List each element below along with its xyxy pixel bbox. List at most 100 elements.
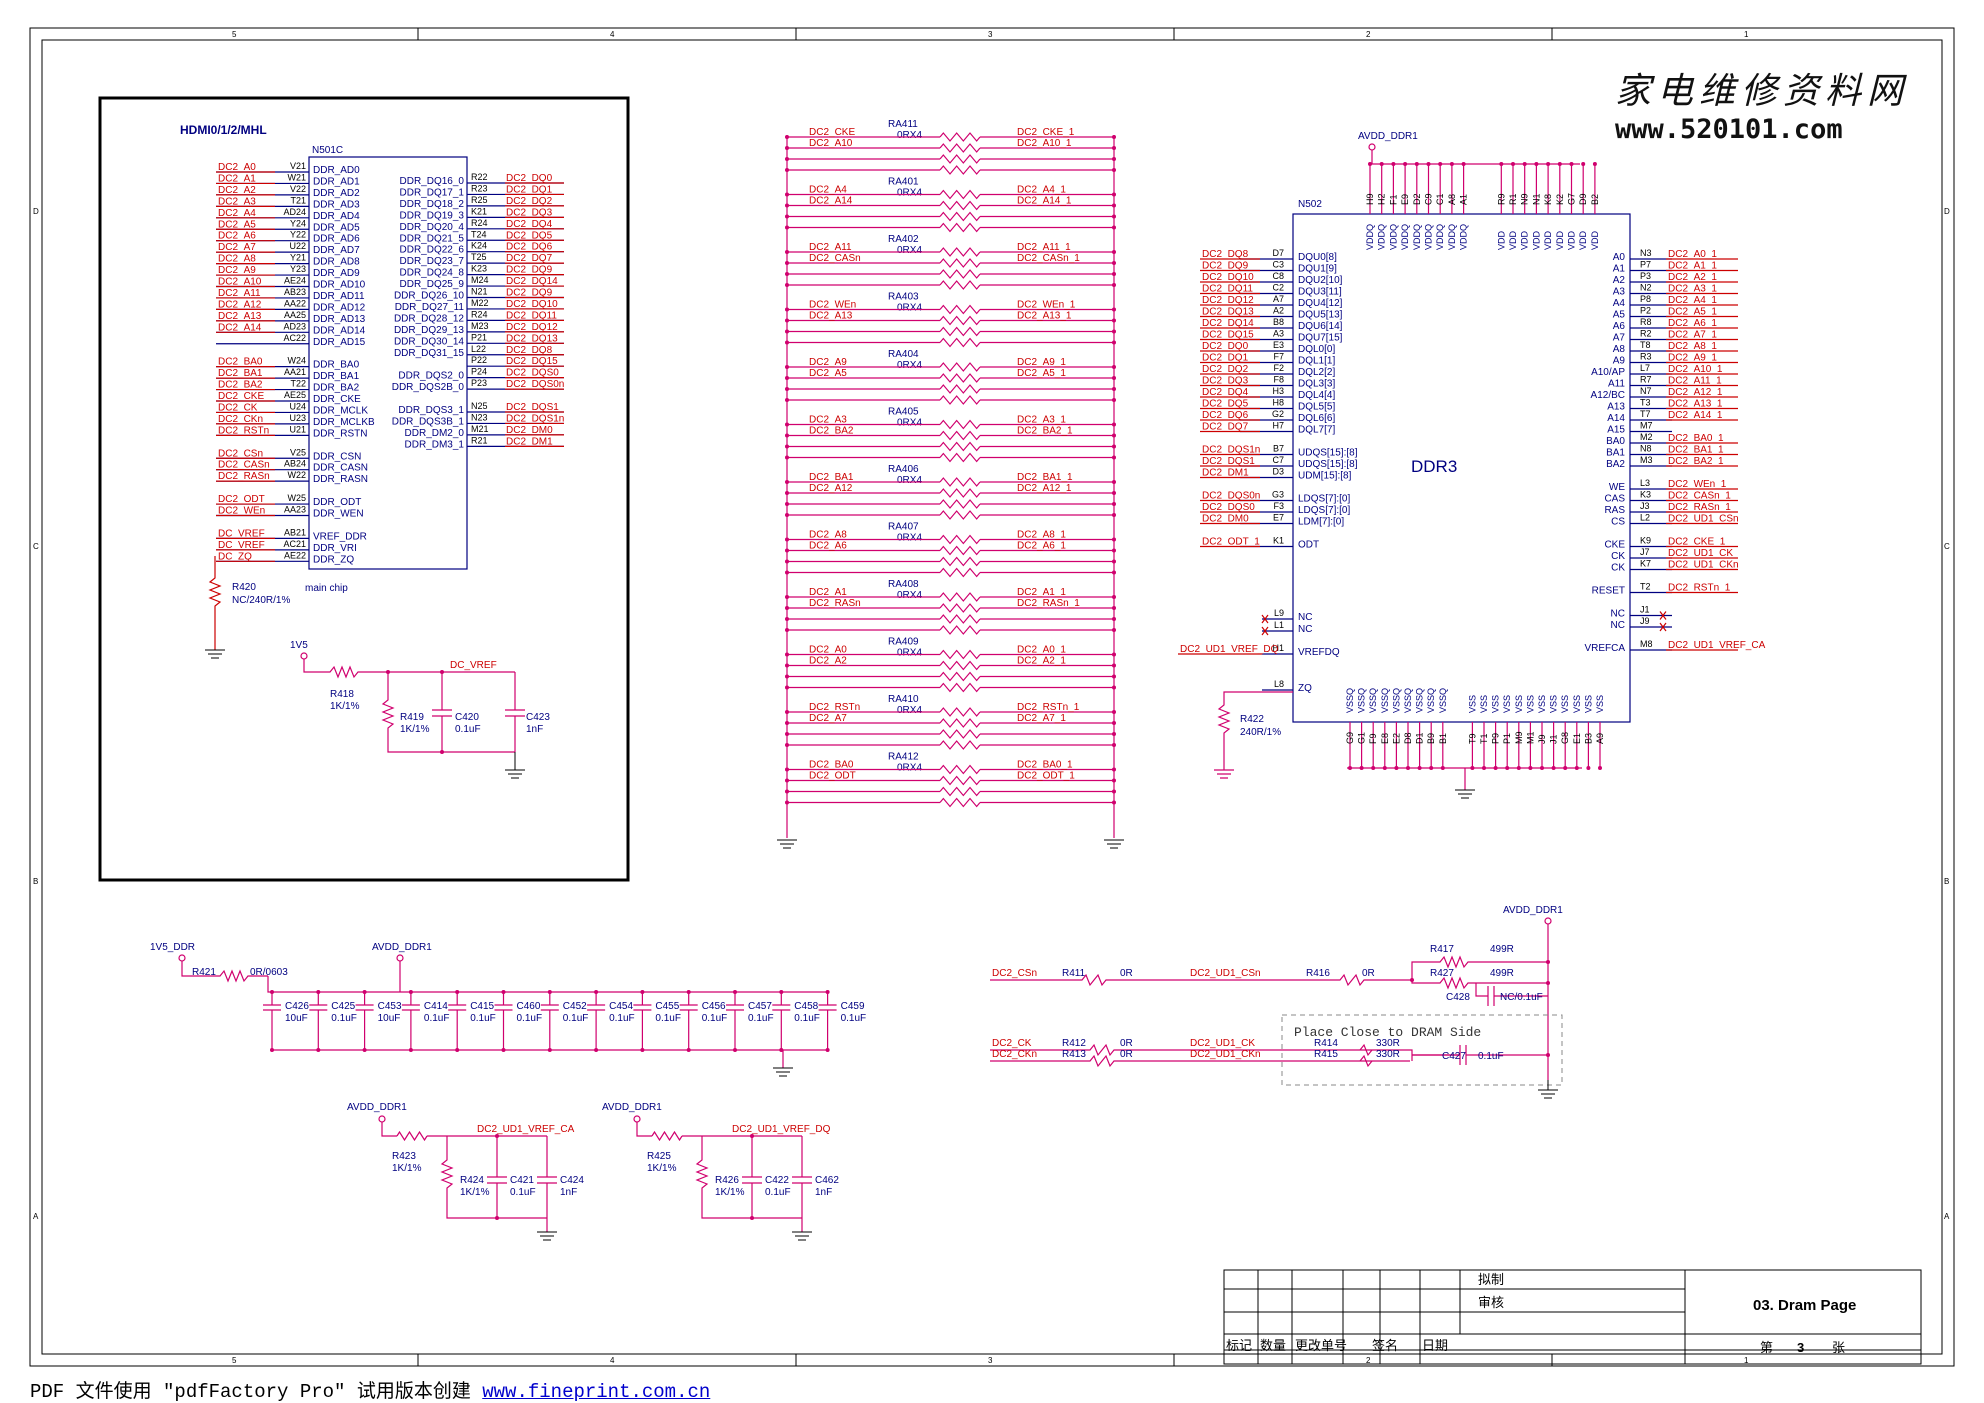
junction xyxy=(1112,329,1116,334)
border-col-label: 4 xyxy=(610,30,615,39)
chip-pin-number: M21 xyxy=(471,424,489,434)
cap-value: 0.1uF xyxy=(794,1013,820,1024)
cap-value: 0.1uF xyxy=(517,1013,543,1024)
junction xyxy=(1112,444,1116,449)
ddr-pin-name: DQU6[14] xyxy=(1298,321,1343,332)
cap-ref: C421 xyxy=(510,1175,534,1186)
net-label: DC2_A11_1 xyxy=(1017,242,1071,253)
cap-ref: C459 xyxy=(841,1001,865,1012)
chip-pin-number: U24 xyxy=(289,401,306,411)
net-label: DC2_DQ7 xyxy=(506,253,553,264)
net-label: DC2_A6_1 xyxy=(1668,318,1717,329)
net-label: DC2_A12_1 xyxy=(1668,387,1723,398)
ddr-pin-name: VDDQ xyxy=(1412,224,1422,250)
main-chip-left-pins: DDR_AD0V21DC2_A0DDR_AD1W21DC2_A1DDR_AD2V… xyxy=(216,161,375,565)
chip-pin-number: W22 xyxy=(287,470,306,480)
svg-text:0R/0603: 0R/0603 xyxy=(250,967,288,978)
chip-pin-name: DDR_DQ17_1 xyxy=(400,187,465,198)
ddr-pin-number: C9 xyxy=(1424,193,1434,205)
junction xyxy=(785,329,789,334)
ddr-pin-name: BA0 xyxy=(1606,436,1625,447)
cap-value: 0.1uF xyxy=(702,1013,728,1024)
ddr-pin-number: E3 xyxy=(1273,340,1284,350)
junction xyxy=(785,721,789,725)
net-label: DC2_A12_1 xyxy=(1017,483,1072,494)
net-label: DC2_A12 xyxy=(809,483,853,494)
ddr-pin-name: VREFDQ xyxy=(1298,647,1340,658)
junction xyxy=(1112,135,1116,139)
r422-resistor: R422 240R/1% xyxy=(1214,691,1293,779)
junction xyxy=(785,789,789,794)
wire xyxy=(792,1231,812,1241)
ra-value: 0RX4 xyxy=(897,533,922,544)
chip-pin-number: V25 xyxy=(290,447,306,457)
wire xyxy=(939,510,981,520)
net-label: DC2_BA0 xyxy=(218,357,263,368)
svg-text:R420: R420 xyxy=(232,582,256,593)
svg-text:R427: R427 xyxy=(1430,968,1454,979)
wire xyxy=(939,373,981,383)
net-label: DC2_A13 xyxy=(809,311,853,322)
svg-text:AVDD_DDR1: AVDD_DDR1 xyxy=(372,942,432,953)
wire xyxy=(381,1122,397,1137)
wire xyxy=(939,258,981,268)
ddr-pin-number: T7 xyxy=(1640,409,1651,419)
ddr-pin-name: A10/AP xyxy=(1591,367,1625,378)
wire xyxy=(540,992,559,1050)
ddr-pin-number: P7 xyxy=(1640,260,1651,270)
junction xyxy=(1112,513,1116,517)
ddr-pin-number: H8 xyxy=(1272,398,1284,408)
junction xyxy=(1406,766,1410,770)
net-label: DC2_DQ15 xyxy=(1202,330,1254,341)
junction xyxy=(1112,721,1116,725)
junction xyxy=(1112,537,1116,542)
chip-pin-name: DDR_DQ21_5 xyxy=(400,233,465,244)
svg-text:R418: R418 xyxy=(330,689,354,700)
chip-pin-name: DDR_CKE xyxy=(313,394,361,405)
chip-pin-name: DDR_BA1 xyxy=(313,371,360,382)
junction xyxy=(1540,766,1544,770)
ddr-pin-number: A1 xyxy=(1459,194,1469,205)
res-value: 1K/1% xyxy=(460,1187,490,1198)
net-label: DC2_DQ2 xyxy=(506,196,553,207)
wire xyxy=(939,477,981,487)
ddr-pin-number: D3 xyxy=(1272,467,1284,477)
svg-text:日期: 日期 xyxy=(1422,1338,1448,1353)
ddr-pin-name: VDD xyxy=(1567,230,1577,250)
cap-value: 0.1uF xyxy=(424,1013,450,1024)
ddr-pin-name: A0 xyxy=(1613,252,1626,263)
ddr-pin-number: J1 xyxy=(1640,605,1650,615)
junction xyxy=(1112,606,1116,610)
ddr3-body xyxy=(1292,213,1631,723)
net-label: DC2_DQ6 xyxy=(1202,410,1249,421)
junction xyxy=(785,444,789,449)
wire xyxy=(939,740,981,750)
net-label: DC2_DQS0n xyxy=(506,379,564,390)
footer-link[interactable]: www.fineprint.com.cn xyxy=(482,1381,711,1403)
junction xyxy=(640,1048,645,1052)
ra-ref: RA408 xyxy=(888,579,919,590)
ddr-pin-number: M8 xyxy=(1640,639,1653,649)
net-label: DC2_DM0 xyxy=(506,425,553,436)
junction xyxy=(1359,766,1364,770)
wire xyxy=(587,992,606,1050)
chip-pin-number: Y22 xyxy=(290,230,306,240)
wire xyxy=(939,545,981,556)
ddr-pin-name: A8 xyxy=(1613,344,1626,355)
decoupling-caps: 1V5_DDR R421 0R/0603 AVDD_DDR1 C42610uFC… xyxy=(150,942,866,1077)
border-row-label: A xyxy=(33,1212,39,1221)
net-label: DC2_A7_1 xyxy=(1017,713,1066,724)
ddr-pin-name: VDD xyxy=(1543,230,1553,250)
junction xyxy=(785,157,789,161)
junction xyxy=(1112,628,1116,632)
net-label: DC2_RSTn_1 xyxy=(1668,583,1731,594)
cap-ref: C453 xyxy=(378,1001,402,1012)
ddr-pin-name: A6 xyxy=(1613,321,1626,332)
junction xyxy=(785,433,789,438)
svg-text:330R: 330R xyxy=(1376,1038,1400,1049)
chip-pin-number: K23 xyxy=(471,264,487,274)
wire xyxy=(939,764,981,775)
ddr-pin-name: VSS xyxy=(1502,695,1512,713)
junction xyxy=(1112,800,1116,805)
chip-pin-name: DDR_CSN xyxy=(313,451,361,462)
